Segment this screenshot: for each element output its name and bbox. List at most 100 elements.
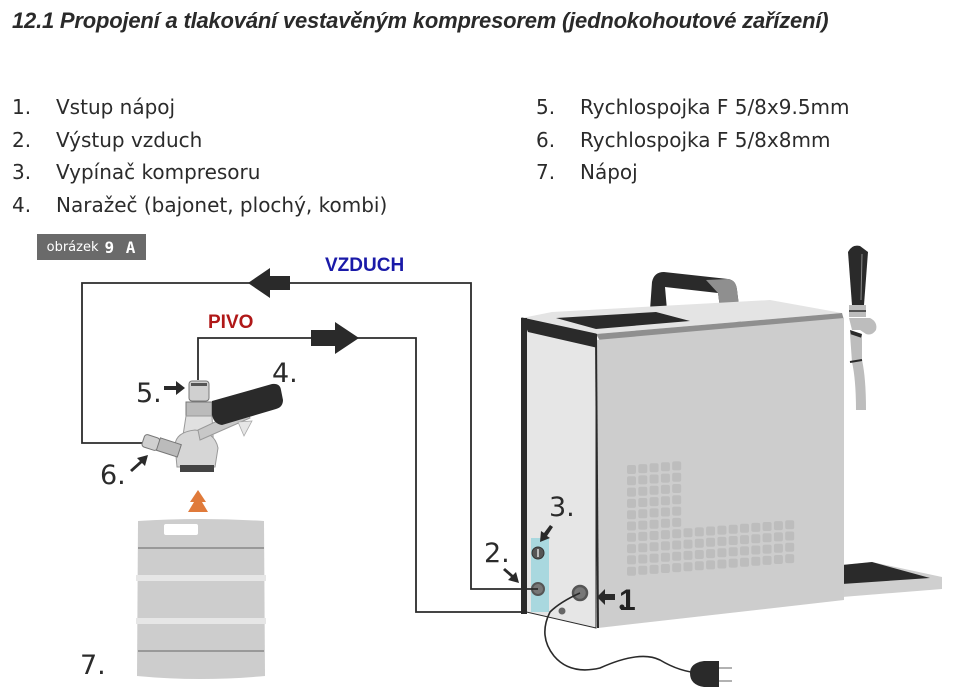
coupler-handle [212,383,283,425]
callout-1-arrow [597,589,615,605]
legend-item: 1.Vstup nápoj [12,91,387,124]
legend-left: 1.Vstup nápoj 2. Výstup vzduch 3. Vypínač … [12,91,387,221]
vent-hole [638,554,648,564]
vent-hole [672,495,682,505]
legend-number: 2. [12,127,32,152]
vent-hole [672,506,682,516]
legend-item: 2. Výstup vzduch [12,124,387,157]
vent-hole [751,522,761,532]
vent-hole [627,487,636,497]
keg-up-arrow [188,490,208,512]
drip-tray [842,562,942,597]
beer-tap [848,245,877,410]
keg [136,519,266,679]
vent-hole [649,542,659,552]
vent-hole [638,509,648,519]
callout-1: 1 [619,584,636,617]
vent-hole [660,530,670,540]
legend-number: 3. [12,160,32,184]
legend-label: Rychlospojka F 5/8x9.5mm [580,95,850,119]
figure-badge-label: obrázek [46,239,99,255]
legend-number: 5. [536,95,556,119]
legend-item: 5. Rychlospojka F 5/8x9.5mm [536,91,850,124]
vent-hole [660,462,670,472]
beer-flow-arrow [311,322,359,354]
vent-hole [683,528,693,538]
vent-hole [785,554,795,564]
vent-hole [660,507,670,517]
air-hose [81,268,538,590]
vent-hole [728,524,738,534]
vent-hole [762,544,772,554]
callout-3: 3. [549,492,575,523]
vent-hole [740,557,749,567]
vent-hole [660,484,670,494]
callout-3-arrow [540,525,553,542]
vent-hole [728,558,738,568]
callout-7: 7. [80,650,106,681]
vent-hole [762,533,772,543]
vent-hole [672,529,682,539]
vent-hole [694,550,704,559]
vent-hole [638,498,648,507]
vent-hole [683,562,693,572]
vent-hole [649,485,659,495]
vent-hole [785,542,795,552]
vent-hole [660,541,670,551]
vent-hole [773,532,783,542]
vent-hole [672,563,682,573]
top-opening [556,312,690,329]
vent-hole [706,549,716,559]
legend-right: 5.Rychlospojka F 5/8x9.5mm 6.Rychlospojk… [536,91,850,189]
keg-handle-slot [164,524,198,535]
legend-label: Výstup vzduch [56,127,203,152]
vent-hole [694,538,704,548]
legend-item: 3. Vypínač kompresoru [12,156,387,189]
vent-hole [717,525,727,535]
vent-hole [751,545,761,555]
vent-hole [717,559,727,569]
callout-6-arrow [130,455,148,472]
vent-hole [683,539,693,549]
dispenser-unit [521,245,942,687]
vent-hole [638,565,648,575]
vent-hole [672,472,682,482]
vent-hole [706,560,716,570]
air-flow-arrow [248,268,290,298]
vent-hole [740,546,749,556]
vent-hole [762,522,772,531]
page-title: 12.1 Propojení a tlakování vestavěným ko… [12,8,829,33]
vent-hole [649,508,659,518]
vent-hole [638,531,648,541]
legend-label: Naražeč (bajonet, plochý, kombi) [56,192,388,217]
vent-hole [627,465,636,474]
vent-hole [740,523,749,533]
legend-number: 7. [536,160,556,184]
vent-hole [683,550,693,560]
vent-hole [672,551,682,561]
vent-hole [627,498,636,508]
vent-hole [728,547,738,557]
vent-hole [762,555,772,565]
vent-hole [706,537,716,547]
vent-hole [660,473,670,483]
vent-hole [649,531,659,540]
vent-hole [728,536,738,545]
vent-hole [660,496,670,506]
vent-hole [672,484,682,493]
figure-badge-id: 9 A [104,237,137,257]
legend-label: Vypínač kompresoru [56,160,261,184]
vent-hole [773,555,783,564]
vent-hole [649,564,659,574]
legend-item: 4.Naražeč (bajonet, plochý, kombi) [12,189,387,222]
vent-hole [627,555,636,565]
vent-hole [751,534,761,544]
callout-6: 6. [100,460,126,491]
beer-flow-label: PIVO [208,312,253,333]
legend-number: 1. [12,95,32,119]
vent-hole [717,536,727,546]
vent-hole [751,556,761,566]
vent-hole [638,543,648,553]
vent-hole [638,475,648,485]
